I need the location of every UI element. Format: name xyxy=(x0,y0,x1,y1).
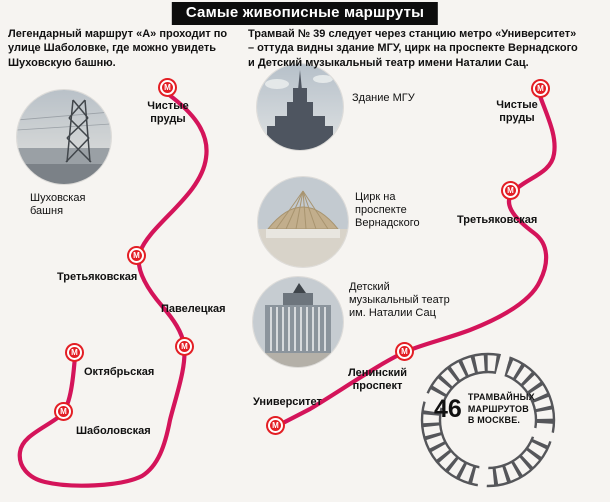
shukhov-tower-caption: Шуховская башня xyxy=(30,192,86,218)
metro-marker-shabolovskaya: М xyxy=(56,404,71,419)
metro-m-icon: М xyxy=(71,347,78,357)
metro-marker-oktyabrskaya: М xyxy=(67,345,82,360)
metro-m-icon: М xyxy=(60,406,67,416)
shukhov-tower-photo xyxy=(17,90,111,184)
theater-photo xyxy=(253,277,343,367)
station-label-oktyabrskaya: Октябрьская xyxy=(84,366,155,378)
station-label-paveletskaya: Павелецкая xyxy=(161,303,226,315)
circus-photo xyxy=(258,177,348,267)
theater-caption: Детский музыкальный театр им. Наталии Са… xyxy=(349,281,450,320)
circus-caption: Цирк на проспекте Вернадского xyxy=(355,191,420,230)
badge-count: 46 xyxy=(434,395,462,424)
metro-marker-universitet: М xyxy=(268,418,283,433)
intro-text-route-39: Трамвай № 39 следует через станцию метро… xyxy=(248,28,578,69)
metro-m-icon: М xyxy=(272,420,279,430)
msu-building-photo xyxy=(257,64,343,150)
metro-m-icon: М xyxy=(164,82,171,92)
metro-m-icon: М xyxy=(507,185,514,195)
metro-marker-paveletskaya: М xyxy=(177,339,192,354)
msu-caption: Здание МГУ xyxy=(352,92,415,104)
station-label-shabolovskaya: Шаболовская xyxy=(76,425,151,437)
tram-routes-badge: 46 ТРАМВАЙНЫХ МАРШРУТОВ В МОСКВЕ. xyxy=(434,392,552,427)
station-label-chistye-prudy-39: Чистые пруды xyxy=(496,99,538,124)
station-label-universitet: Университет xyxy=(253,396,322,408)
metro-marker-chistye-prudy-a: М xyxy=(160,80,175,95)
metro-m-icon: М xyxy=(537,83,544,93)
metro-m-icon: М xyxy=(133,250,140,260)
station-label-leninsky-prospekt: Ленинский проспект xyxy=(347,367,408,392)
station-label-tretyakovskaya-39: Третьяковская xyxy=(457,214,538,226)
badge-label: ТРАМВАЙНЫХ МАРШРУТОВ В МОСКВЕ. xyxy=(467,392,535,426)
metro-marker-leninsky-prospekt: М xyxy=(397,344,412,359)
metro-marker-tretyakovskaya-39: М xyxy=(503,183,518,198)
metro-marker-tretyakovskaya-a: М xyxy=(129,248,144,263)
metro-m-icon: М xyxy=(181,341,188,351)
station-label-tretyakovskaya-a: Третьяковская xyxy=(57,271,138,283)
station-label-chistye-prudy-a: Чистые пруды xyxy=(147,100,189,125)
intro-text-route-a: Легендарный маршрут «А» проходит по улиц… xyxy=(8,28,228,69)
metro-m-icon: М xyxy=(401,346,408,356)
metro-marker-chistye-prudy-39: М xyxy=(533,81,548,96)
page-title: Самые живописные маршруты xyxy=(171,2,439,25)
